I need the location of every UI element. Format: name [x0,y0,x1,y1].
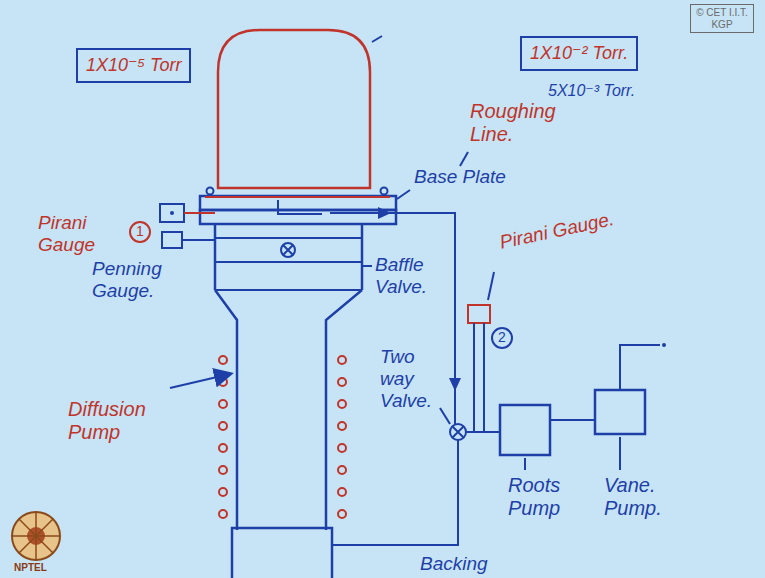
gauge-stem [473,323,475,432]
callout-number: 1 [130,223,150,239]
gauge-line [184,212,215,214]
cooling-coil [219,444,227,452]
flange [215,237,362,239]
port-line [278,200,322,214]
cooling-coil [219,488,227,496]
pressure-box: 1X10⁻² Torr. [520,36,638,71]
leader-line [397,190,410,199]
flow-arrow [378,207,391,219]
pipe [550,419,595,421]
watermark-text: © CET I.I.T. KGP [695,7,749,30]
pipe [466,431,500,433]
boiler [232,528,332,578]
exhaust-dot [662,343,666,347]
logo-emblem [12,512,60,560]
roughing-line [330,213,455,424]
part-label: Diffusion Pump [68,398,166,444]
base-plate-seal [205,196,390,198]
gauge-head [162,232,182,248]
cooling-coil [338,356,346,364]
callout-circle [492,328,512,348]
pressure-value: 1X10⁻⁵ Torr [86,55,181,76]
callout-number: 2 [492,329,512,345]
part-label: Penning Gauge. [92,258,182,302]
valve-symbol [450,424,466,440]
gauge-stem [483,323,485,432]
part-label: Backing [420,553,488,575]
gauge-head [468,305,490,323]
part-label: Baffle Valve. [375,254,445,298]
bolt [207,188,214,195]
leader-arrow [170,374,230,388]
cooling-coil [338,466,346,474]
watermark-box: © CET I.I.T. KGP [690,4,754,33]
cooling-coil [338,488,346,496]
gauge-dot [170,211,174,215]
cooling-coil [338,444,346,452]
base-plate [200,196,396,210]
cooling-coil [338,422,346,430]
leader-line [440,408,450,424]
part-label: Roots Pump [508,474,578,520]
leader-line [524,458,526,470]
part-label: Vane. Pump. [604,474,674,520]
callout-circle [130,222,150,242]
pump-wall [215,290,237,530]
cooling-coil [338,400,346,408]
backing-line [332,440,458,545]
leader-line [363,265,372,267]
flange [215,289,362,291]
flow-arrow [449,378,461,391]
cooling-coil [338,378,346,386]
vane-pump-box [595,390,645,434]
pressure-box: 1X10⁻⁵ Torr [76,48,191,83]
part-label: Base Plate [414,166,506,188]
column-wall [361,224,364,290]
part-label: Roughing Line. [470,100,570,146]
leader-line [619,437,621,470]
leader-line [460,152,468,166]
exhaust-line [620,345,660,390]
leader-line [488,272,494,300]
valve-symbol [281,243,295,257]
logo-emblem [12,512,60,560]
pressure-value: 5X10⁻³ Torr. [548,82,635,100]
cooling-coil [219,356,227,364]
pressure-value: 1X10⁻² Torr. [530,43,628,64]
logo-text: NPTEL [14,562,47,574]
cooling-coil [219,400,227,408]
cooling-coil [219,378,227,386]
gauge-head [160,204,184,222]
tick-mark [372,36,382,42]
gauge-line [182,239,215,241]
flange [215,261,362,263]
roots-pump-box [500,405,550,455]
part-label: Two way Valve. [380,346,448,412]
cooling-coil [219,466,227,474]
part-label: Pirani Gauge. [498,208,616,254]
cooling-coil [338,510,346,518]
cooling-coil [219,422,227,430]
pump-wall [326,290,362,530]
part-label: Pirani Gauge [38,212,118,256]
cooling-coil [219,510,227,518]
column-wall [214,224,217,290]
bolt [381,188,388,195]
valve-symbol [452,426,464,438]
valve-symbol [283,245,293,255]
bell-jar [218,30,370,188]
